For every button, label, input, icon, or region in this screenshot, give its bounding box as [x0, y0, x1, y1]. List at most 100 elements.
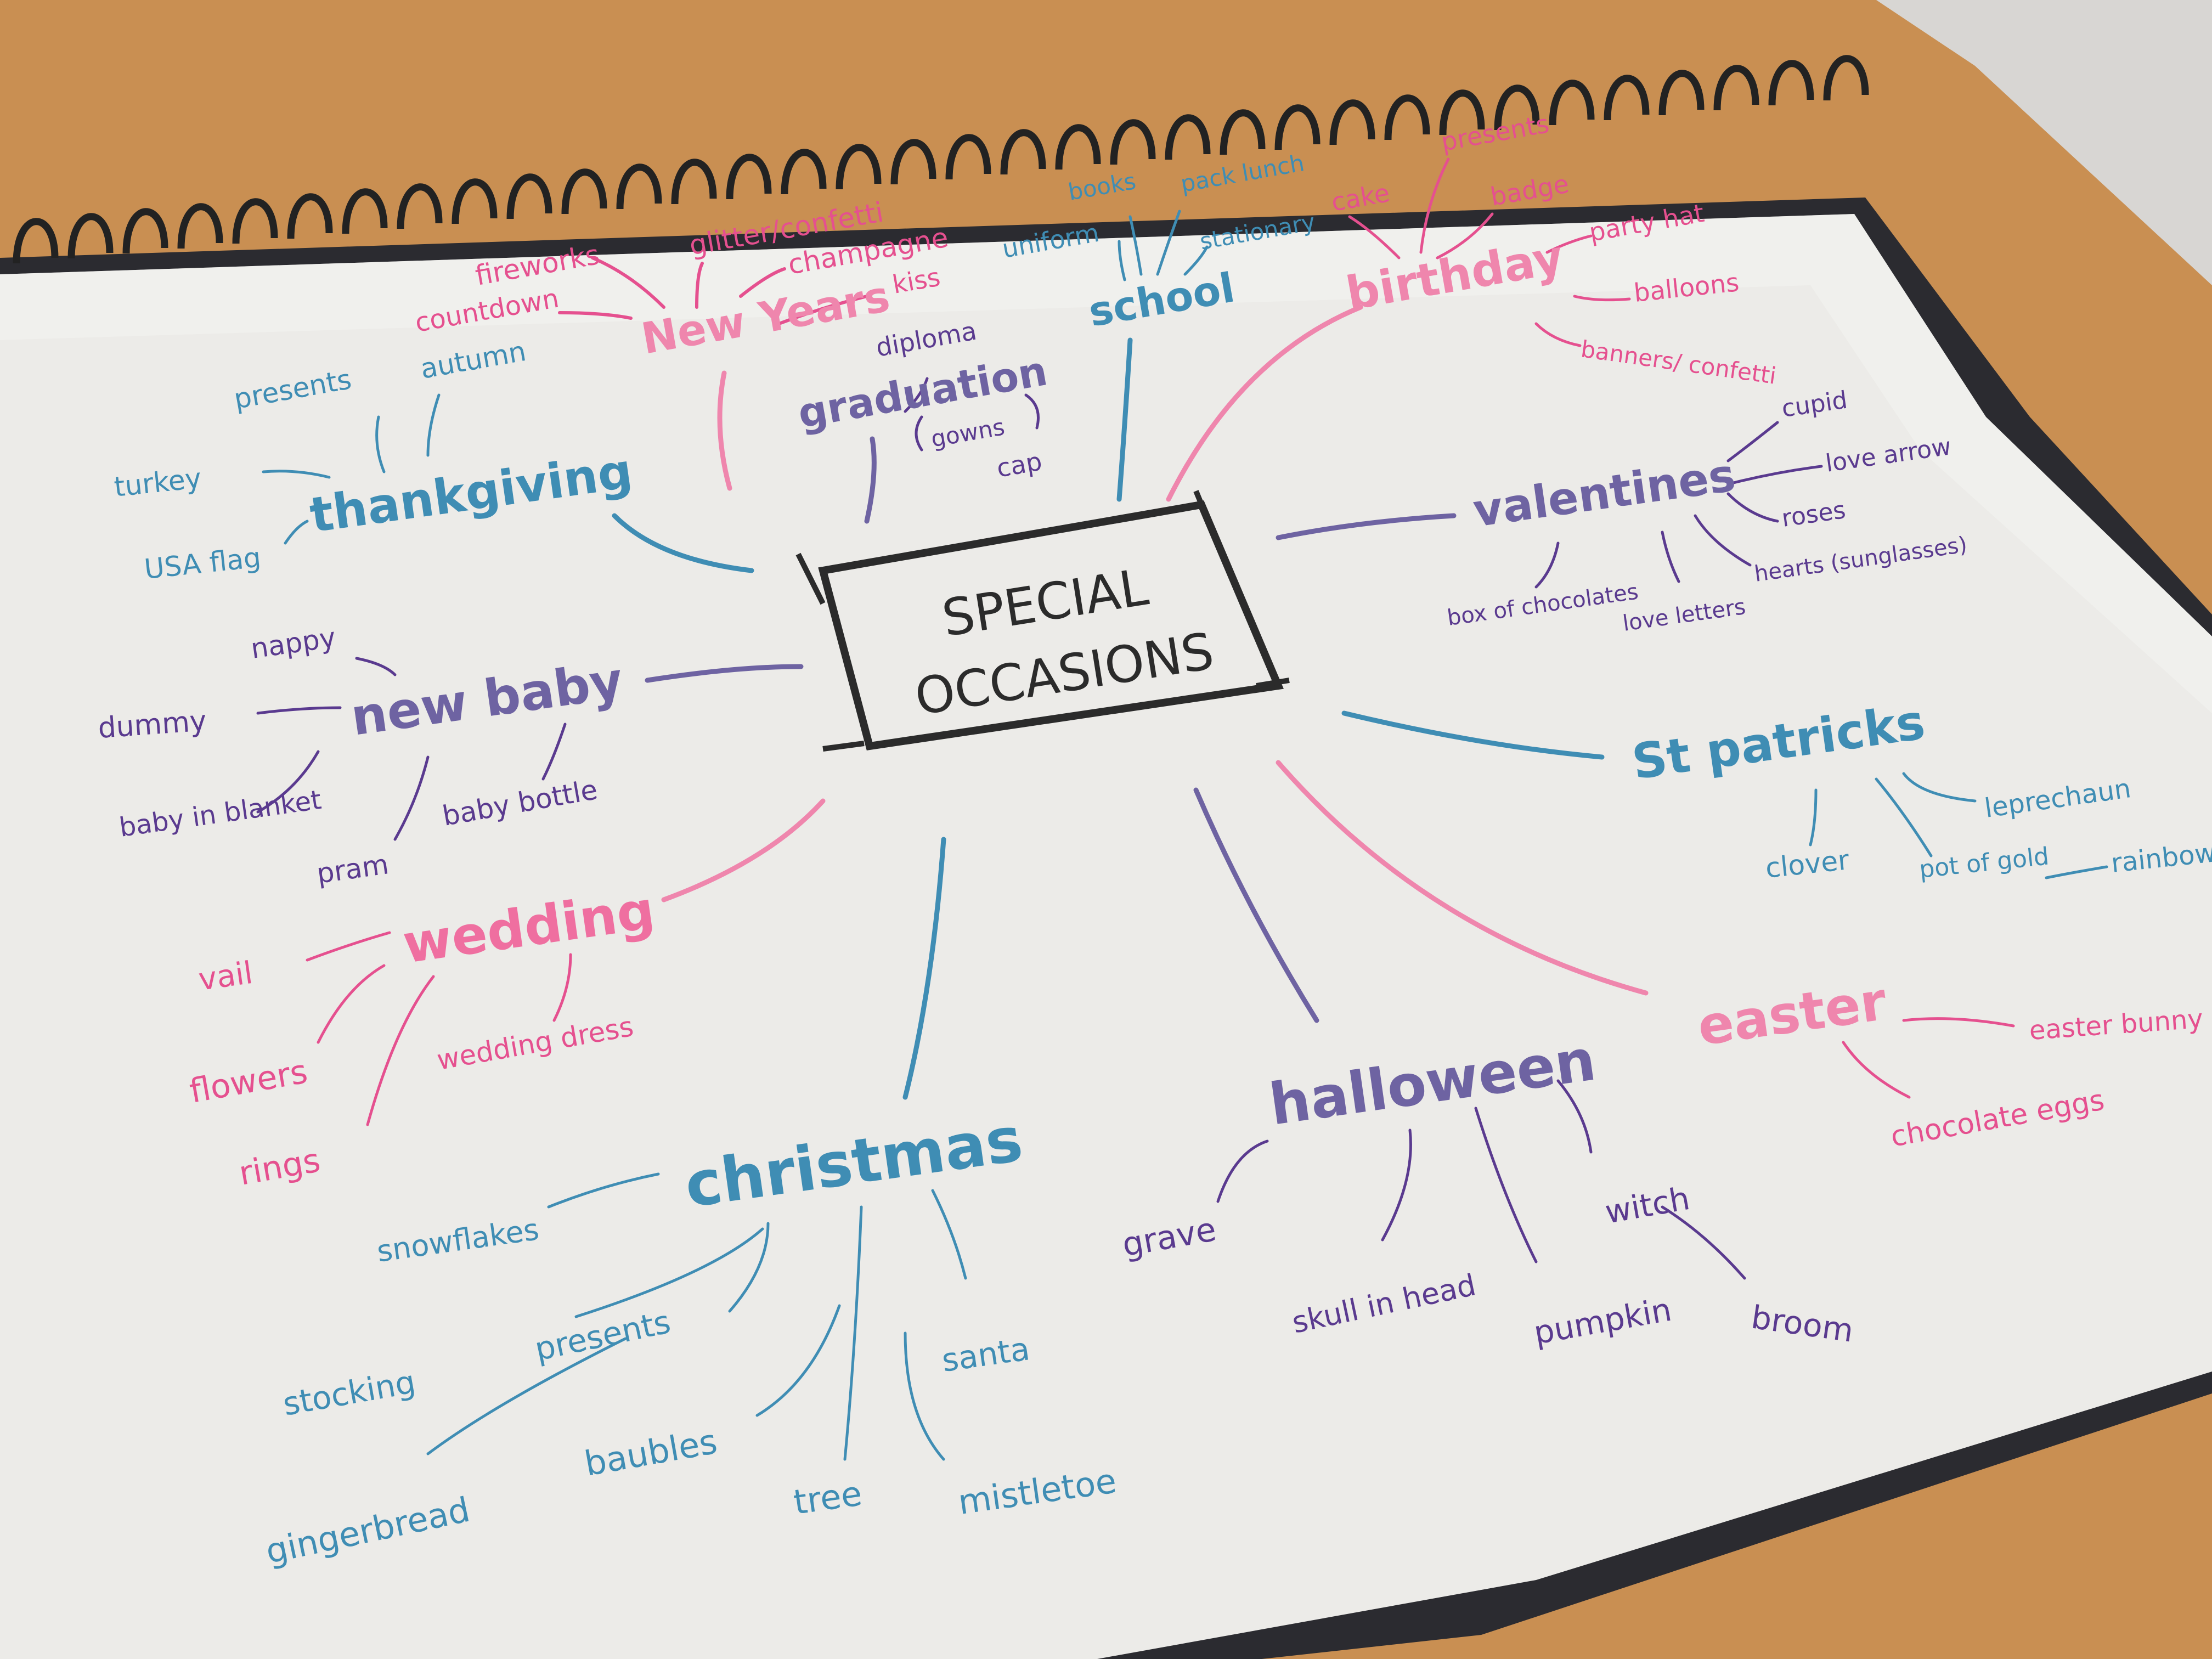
connector-line [645, 664, 804, 683]
connector-line [777, 295, 868, 325]
spiral-ring [1110, 119, 1156, 165]
connector-line [1024, 393, 1040, 430]
connector-line [755, 1304, 841, 1417]
connector-line [1474, 1107, 1538, 1263]
connector-line [574, 1227, 764, 1318]
spiral-ring [506, 173, 552, 219]
spiral-ring [232, 198, 278, 244]
spiral-ring [67, 213, 114, 259]
connector-line [1534, 322, 1582, 347]
connector-line [904, 1331, 945, 1461]
spiral-ring [726, 154, 772, 200]
connector-line [558, 311, 633, 320]
spiral-ring [122, 208, 168, 254]
spiral-ring [671, 159, 717, 205]
connector-line [256, 750, 320, 814]
connector-line [393, 755, 430, 841]
leaf-vail: vail [196, 955, 255, 998]
connector-line [256, 706, 342, 715]
connector-line [375, 415, 386, 473]
connector-line [904, 377, 929, 413]
connector-line [1556, 1079, 1593, 1154]
connector-line [612, 513, 754, 573]
spiral-ring [1823, 55, 1869, 101]
spiral-ring [1713, 65, 1759, 111]
spiral-ring [1768, 60, 1814, 106]
connector-line [1809, 788, 1818, 847]
connector-line [1661, 1205, 1746, 1280]
connector-line [591, 256, 665, 309]
connector-line [843, 1205, 863, 1461]
spiral-ring [1165, 114, 1211, 160]
spiral-ring [287, 193, 333, 239]
connector-line [1842, 1041, 1911, 1099]
connector-line [864, 436, 877, 524]
spiral-ring [781, 149, 827, 195]
spiral-ring [1658, 70, 1705, 116]
connector-line [1875, 777, 1933, 857]
connector-line [366, 975, 435, 1126]
spiral-ring [13, 218, 59, 264]
spiral-ring [1220, 109, 1266, 155]
center-box-corner [1256, 678, 1290, 689]
connector-line [717, 370, 732, 491]
connector-line [1902, 772, 1977, 803]
spiral-ring [397, 183, 443, 229]
notebook-page [0, 214, 2212, 1659]
connector-line [1534, 541, 1560, 589]
spiral-ring [1055, 124, 1101, 170]
spiral-ring [177, 203, 223, 249]
connector-line [355, 657, 397, 676]
connector-line [1216, 1139, 1269, 1203]
connector-line [1193, 787, 1319, 1023]
spiral-ring [1384, 94, 1430, 140]
spiral-ring [342, 188, 388, 234]
connector-line [931, 1189, 967, 1280]
connector-line [728, 1222, 770, 1313]
connector-line [1183, 245, 1209, 276]
connector-line [262, 470, 331, 479]
connector-line [1276, 760, 1649, 996]
center-box-corner [795, 552, 826, 605]
connector-line [1156, 210, 1181, 276]
connector-line [1726, 492, 1779, 523]
connector-line [1116, 337, 1133, 502]
connector-line [541, 723, 567, 781]
spiral-ring [1000, 129, 1046, 175]
connector-line [2045, 865, 2108, 879]
connector-line [1902, 1017, 2015, 1028]
background-page [0, 0, 2212, 285]
spiral-ring [1329, 99, 1375, 145]
spiral-ring [1604, 75, 1650, 121]
connector-line [1436, 212, 1494, 259]
connector-line [1166, 304, 1363, 502]
spiral-ring [836, 144, 882, 190]
spiral-ring [1439, 89, 1485, 136]
spiral-ring [561, 168, 607, 215]
leaf-dummy: dummy [97, 704, 208, 745]
connector-line [1381, 1128, 1412, 1242]
spiral-ring [1549, 80, 1595, 126]
center-box [818, 500, 1284, 751]
connector-line [1661, 531, 1680, 583]
leaf-tree: tree [791, 1473, 865, 1522]
connector-line [1341, 710, 1605, 760]
connector-lines [256, 157, 2108, 1461]
spiral-ring [452, 178, 498, 224]
connector-line [739, 267, 786, 298]
spiral-ring [890, 139, 936, 185]
connector-line [552, 953, 572, 1022]
connector-line [284, 520, 309, 545]
connector-line [547, 1172, 660, 1209]
connector-line [661, 798, 826, 902]
connector-line [1694, 514, 1752, 567]
connector-line [1732, 465, 1823, 484]
connector-line [695, 262, 704, 309]
connector-line [1348, 215, 1401, 259]
connector-line [1545, 234, 1593, 254]
spiral-ring [1494, 84, 1540, 131]
connector-line [1118, 240, 1126, 281]
center-box-corner [822, 741, 865, 752]
connector-line [915, 415, 923, 452]
